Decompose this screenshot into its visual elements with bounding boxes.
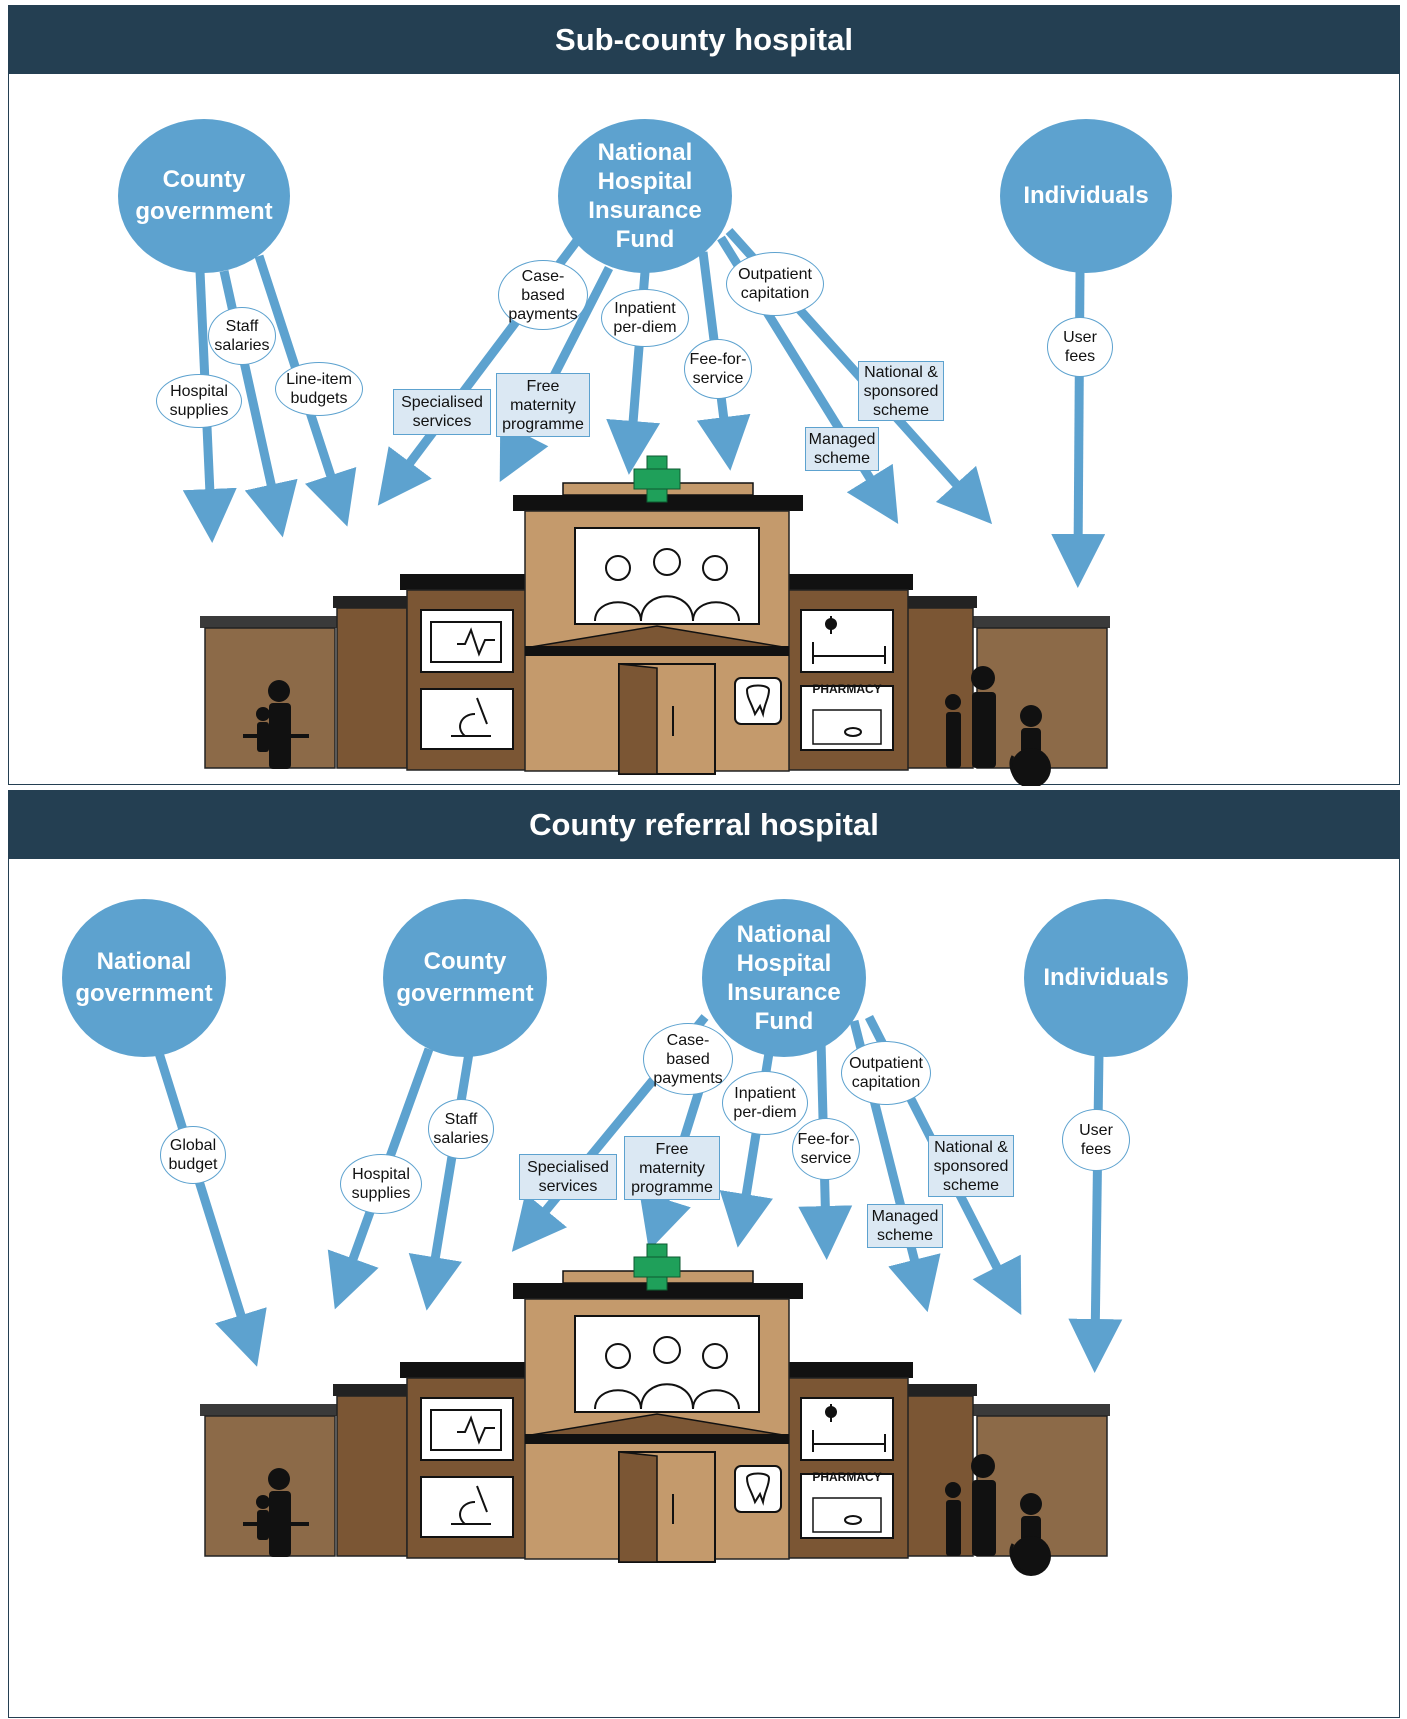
funder-county-government: County government [383, 899, 547, 1057]
funder-county-government: County government [118, 119, 290, 273]
funder-national-government: National government [62, 899, 226, 1057]
funder-nhif: National Hospital Insurance Fund [702, 899, 866, 1057]
programme-specialised-services: Specialised services [393, 389, 491, 435]
panel-title: Sub-county hospital [9, 6, 1399, 74]
mechanism-case-based: Case- based payments [498, 260, 588, 330]
funder-individuals: Individuals [1000, 119, 1172, 273]
funder-individuals: Individuals [1024, 899, 1188, 1057]
mechanism-staff-salaries: Staff salaries [428, 1099, 494, 1159]
mechanism-user-fees: User fees [1047, 317, 1113, 377]
mechanism-outpatient-capitation: Outpatient capitation [726, 252, 824, 316]
programme-managed-scheme: Managed scheme [867, 1204, 943, 1248]
pharmacy-sign: PHARMACY [812, 1470, 882, 1484]
programme-managed-scheme: Managed scheme [805, 427, 879, 471]
mechanism-line-item-budgets: Line-item budgets [275, 362, 363, 416]
mechanism-outpatient-capitation: Outpatient capitation [841, 1041, 931, 1105]
mechanism-case-based: Case- based payments [643, 1023, 733, 1095]
mechanism-fee-for-service: Fee-for- service [684, 339, 752, 399]
arrow-global-budget [154, 1051, 267, 1367]
programme-specialised-services: Specialised services [519, 1154, 617, 1200]
hospital-building [198, 1242, 1112, 1578]
arrow-user-fees [1068, 1052, 1123, 1373]
programme-national-sponsored: National & sponsored scheme [928, 1135, 1014, 1197]
panel-title: County referral hospital [9, 791, 1399, 859]
mechanism-hospital-supplies: Hospital supplies [156, 374, 242, 428]
programme-national-sponsored: National & sponsored scheme [858, 361, 944, 421]
mechanism-hospital-supplies: Hospital supplies [340, 1154, 422, 1214]
mechanism-fee-for-service: Fee-for- service [792, 1118, 860, 1180]
mechanism-staff-salaries: Staff salaries [208, 307, 276, 365]
funder-nhif: National Hospital Insurance Fund [558, 119, 732, 273]
sub-county-panel: Sub-county hospital County government Na… [8, 5, 1400, 786]
mechanism-global-budget: Global budget [160, 1126, 226, 1184]
programme-free-maternity: Free maternity programme [624, 1136, 720, 1200]
county-referral-panel: County referral hospital National govern… [8, 790, 1400, 1718]
hospital-building [198, 454, 1112, 786]
mechanism-user-fees: User fees [1062, 1109, 1130, 1171]
pharmacy-sign: PHARMACY [812, 682, 882, 696]
arrow-staff-salaries [408, 1052, 474, 1311]
mechanism-inpatient-per-diem: Inpatient per-diem [722, 1071, 808, 1135]
programme-free-maternity: Free maternity programme [496, 373, 590, 437]
mechanism-inpatient-per-diem: Inpatient per-diem [601, 289, 689, 347]
